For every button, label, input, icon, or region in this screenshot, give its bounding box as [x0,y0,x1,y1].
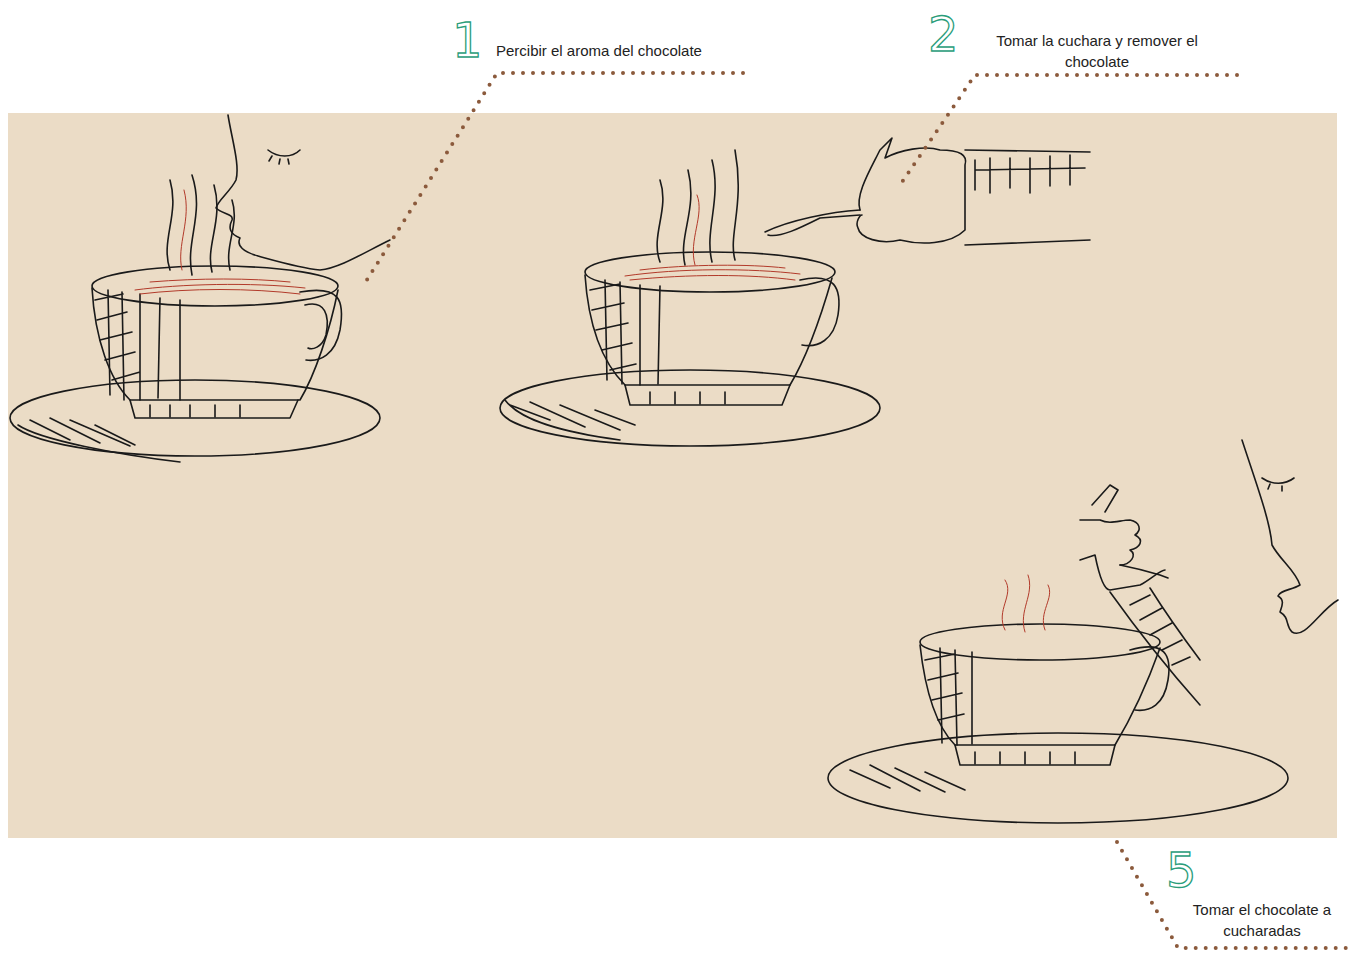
cup-sketch [500,138,1090,446]
step-label: Tomar el chocolate a cucharadas [1175,899,1349,941]
callout-number: 1 [452,16,483,64]
chocolate-surface [625,195,800,280]
cup-sketch [10,115,390,462]
callout-number: 5 [1166,846,1197,894]
leader-line [900,75,1237,185]
cup-sketch [828,440,1338,823]
steam [1002,575,1050,632]
step-label: Percibir el aroma del chocolate [496,40,702,61]
callout-number: 2 [928,10,959,58]
paper-background [8,113,1337,838]
leader-lines [365,73,1350,948]
leader-line [365,73,743,283]
chocolate-surface [135,190,305,294]
leader-line [1117,842,1350,948]
step-label: Tomar la cuchara y remover el chocolate [966,30,1228,72]
